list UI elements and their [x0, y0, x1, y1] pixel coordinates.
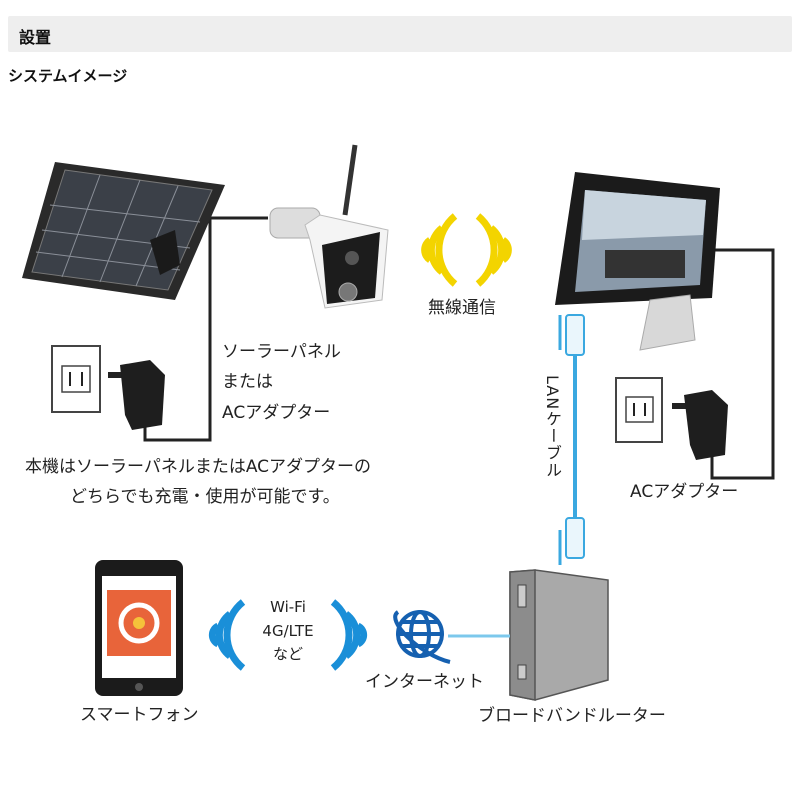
- header-title: 設置: [19, 28, 52, 47]
- lan-cable-icon: [558, 314, 585, 565]
- power-cable-monitor: [710, 248, 775, 480]
- router-label: ブロードバンドルーター: [478, 706, 666, 726]
- monitor-adapter-label: ACアダプター: [630, 482, 739, 502]
- wifi-label-3: など: [272, 645, 303, 663]
- smartphone-image: [95, 560, 183, 696]
- power-label-3: ACアダプター: [222, 403, 331, 423]
- router-image: [509, 569, 609, 701]
- outlet-right-icon: [615, 377, 663, 443]
- lan-cable-label: LANケーブル: [543, 375, 562, 479]
- section-header: 設置: [8, 16, 792, 52]
- solar-panel-image: [22, 162, 225, 300]
- smartphone-label: スマートフォン: [80, 705, 199, 725]
- power-label-2: または: [222, 372, 273, 392]
- section-subtitle: システムイメージ: [8, 67, 128, 85]
- wifi-label-2: 4G/LTE: [262, 622, 314, 640]
- camera-image: [269, 144, 389, 309]
- wireless-signal-icon: [421, 213, 512, 287]
- monitor-image: [555, 172, 720, 351]
- power-label-1: ソーラーパネル: [222, 342, 341, 362]
- globe-icon: [393, 610, 451, 664]
- ac-adapter-left-icon: [108, 360, 165, 430]
- wifi-label-1: Wi-Fi: [270, 598, 306, 616]
- outlet-left-icon: [51, 345, 101, 413]
- note-line-2: どちらでも充電・使用が可能です。: [70, 487, 340, 507]
- wireless-label: 無線通信: [428, 298, 496, 318]
- ac-adapter-right-icon: [672, 390, 728, 460]
- note-line-1: 本機はソーラーパネルまたはACアダプターの: [25, 457, 372, 477]
- internet-label: インターネット: [365, 672, 484, 692]
- mobile-signal-icon: [208, 599, 368, 671]
- power-cable-camera: [143, 216, 268, 442]
